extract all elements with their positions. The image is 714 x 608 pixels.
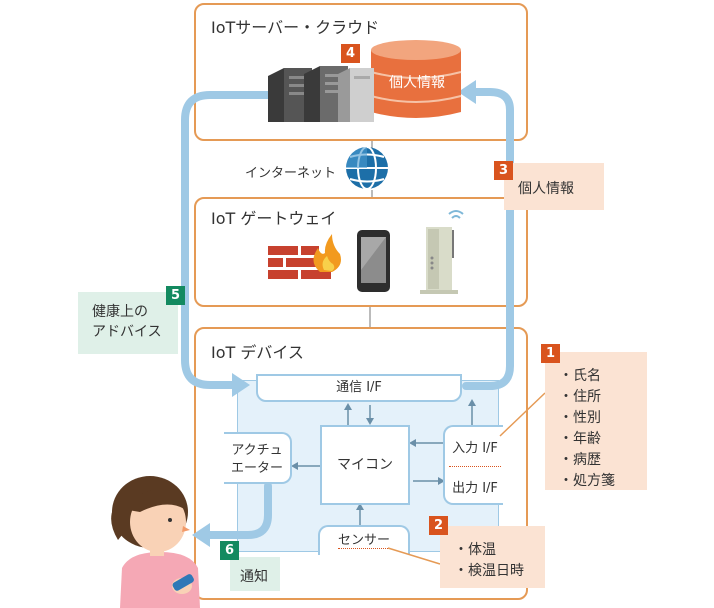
internet-label: インターネット (245, 166, 337, 181)
comm-interface-label: 通信 I/F (336, 380, 382, 395)
step-2-item: ・検温日時 (454, 563, 524, 579)
actuator-label-line2: エーター (230, 461, 283, 476)
step-6-label: 通知 (240, 569, 268, 585)
step-1-item: ・氏名 (559, 368, 601, 384)
step-5-label-line2: アドバイス (92, 324, 162, 340)
step-1-item: ・病歴 (559, 452, 601, 468)
step-6-badge: 6 (220, 541, 239, 560)
step-3-label: 個人情報 (518, 181, 574, 197)
gateway-title: IoT ゲートウェイ (211, 209, 337, 228)
step-5-callout: 健康上の アドバイス (78, 292, 178, 354)
comm-interface-box: 通信 I/F (256, 374, 462, 402)
actuator-box: アクチュ エーター (224, 432, 292, 484)
input-interface-label: 入力 I/F (452, 441, 498, 456)
step-3-badge: 3 (494, 161, 513, 180)
step-1-callout: ・氏名 ・住所 ・性別 ・年齢 ・病歴 ・処方箋 (545, 352, 647, 490)
step-1-badge: 1 (541, 344, 560, 363)
step-1-item: ・年齢 (559, 431, 601, 447)
actuator-label-line1: アクチュ (231, 443, 283, 458)
step-2-callout: ・体温 ・検温日時 (440, 526, 545, 588)
io-divider (449, 466, 501, 467)
step-3-callout: 個人情報 (504, 163, 604, 210)
io-interface-box: 入力 I/F 出力 I/F (443, 425, 503, 505)
step-1-item: ・性別 (559, 410, 601, 426)
step-4-badge: 4 (341, 44, 360, 63)
sensor-label: センサー (337, 533, 390, 548)
output-interface-label: 出力 I/F (452, 481, 498, 496)
step-5-label-line1: 健康上の (92, 304, 148, 320)
step-6-callout: 通知 (230, 557, 280, 591)
step-5-badge: 5 (166, 286, 185, 305)
mcu-label: マイコン (337, 457, 393, 473)
mcu-box: マイコン (320, 425, 410, 505)
step-1-item: ・住所 (559, 389, 601, 405)
cloud-title: IoTサーバー・クラウド (211, 18, 380, 37)
sensor-underline (338, 548, 390, 549)
device-title: IoT デバイス (211, 343, 304, 362)
database-label: 個人情報 (389, 75, 445, 91)
step-1-item: ・処方箋 (559, 473, 615, 489)
step-2-badge: 2 (429, 516, 448, 535)
step-2-item: ・体温 (454, 542, 496, 558)
